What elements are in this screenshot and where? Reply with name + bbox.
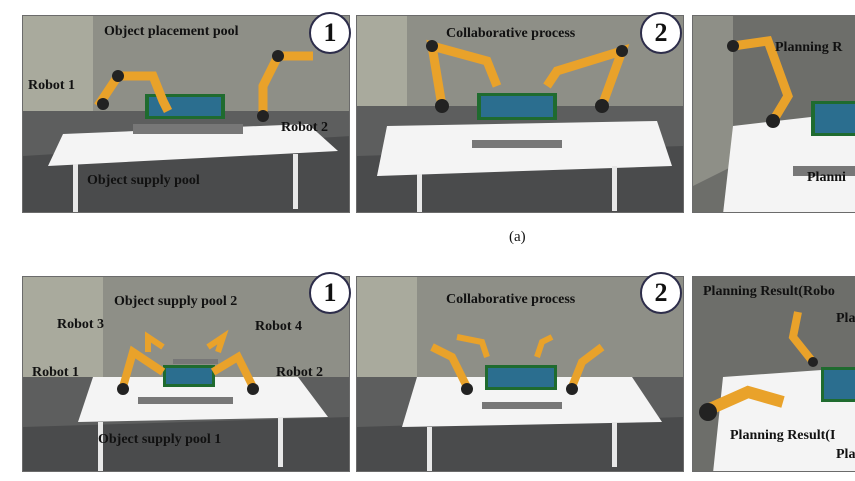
label-planning-result-b-top-right: Pla <box>836 311 855 326</box>
label-collaborative-process-a: Collaborative process <box>446 26 576 41</box>
scene-a2-image <box>357 16 683 212</box>
step-number-badge-b1: 1 <box>309 272 351 314</box>
scene-b3-image <box>693 277 855 471</box>
label-planning-result-a: Planning R <box>775 40 843 55</box>
label-object-supply-pool: Object supply pool <box>87 173 200 188</box>
panel-a1-scene <box>22 15 350 213</box>
panel-b2-scene <box>356 276 684 472</box>
label-planning-result-b-top: Planning Result(Robo <box>703 284 835 299</box>
label-robot4: Robot 4 <box>255 319 303 334</box>
label-robot3: Robot 3 <box>57 317 105 332</box>
scene-b1-image <box>23 277 349 471</box>
label-planning-result-b-bottom-right: Pla <box>836 447 855 462</box>
scene-a1-image <box>23 16 349 212</box>
label-robot1-a: Robot 1 <box>28 78 76 93</box>
panel-a2-scene <box>356 15 684 213</box>
label-object-supply-pool-2: Object supply pool 2 <box>114 294 238 309</box>
caption-a: (a) <box>509 229 526 245</box>
label-collaborative-process-b: Collaborative process <box>446 292 576 307</box>
panel-b1-scene <box>22 276 350 472</box>
label-object-supply-pool-1: Object supply pool 1 <box>98 432 222 447</box>
panel-a3-scene <box>692 15 855 213</box>
label-robot2-b: Robot 2 <box>276 365 324 380</box>
label-planning-result-b-bottom: Planning Result(I <box>730 428 836 443</box>
step-number-badge-a1: 1 <box>309 12 351 54</box>
label-planning-result-a-bottom: Planni <box>807 170 846 185</box>
step-number-badge-b2: 2 <box>640 272 682 314</box>
panel-b3-scene <box>692 276 855 472</box>
scene-a3-image <box>693 16 855 212</box>
label-robot2-a: Robot 2 <box>281 120 329 135</box>
label-object-placement-pool: Object placement pool <box>104 24 239 39</box>
scene-b2-image <box>357 277 683 471</box>
label-robot1-b: Robot 1 <box>32 365 80 380</box>
step-number-badge-a2: 2 <box>640 12 682 54</box>
